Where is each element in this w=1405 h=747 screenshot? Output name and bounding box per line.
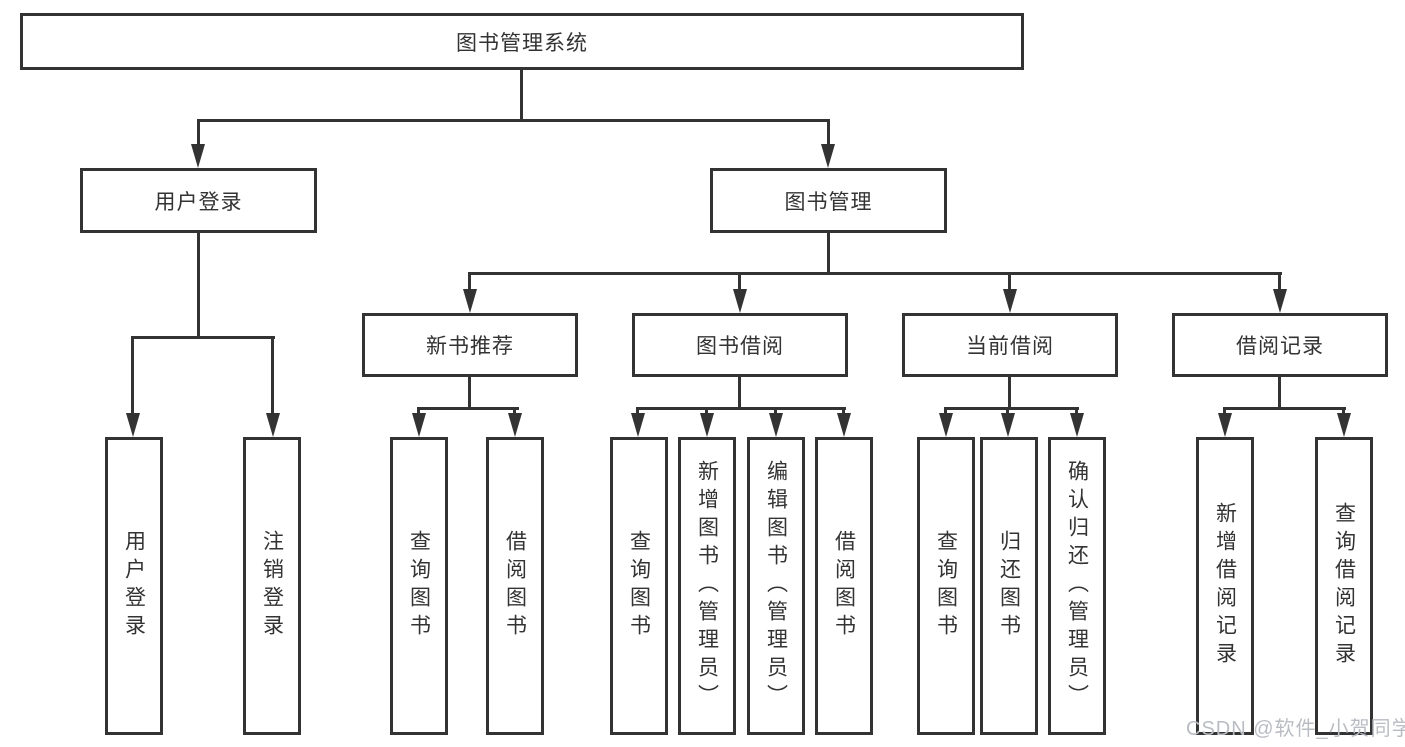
arrow-down-icon	[1003, 289, 1017, 313]
arrow-down-icon	[821, 144, 835, 168]
arrow-down-icon	[837, 413, 851, 437]
connector-shaft	[1342, 407, 1345, 415]
connector-bar	[417, 407, 519, 410]
connector-shaft	[738, 272, 741, 291]
node-current-borrow: 当前借阅	[902, 313, 1118, 377]
connector-shaft	[636, 407, 639, 415]
connector-shaft	[197, 119, 200, 146]
leaf-borrow-books-borrow: 借阅图书	[815, 437, 873, 735]
connector-bar	[636, 407, 846, 410]
leaf-return-books: 归还图书	[980, 437, 1038, 735]
connector-shaft	[705, 407, 708, 415]
connector-shaft	[1223, 407, 1226, 415]
leaf-add-borrow-record: 新增借阅记录	[1196, 437, 1254, 735]
node-book-borrow: 图书借阅	[632, 313, 848, 377]
connector-shaft	[1075, 407, 1078, 415]
leaf-query-borrow-record: 查询借阅记录	[1315, 437, 1373, 735]
node-borrow-records: 借阅记录	[1172, 313, 1388, 377]
arrow-down-icon	[1070, 413, 1084, 437]
connector-shaft	[513, 407, 516, 415]
arrow-down-icon	[700, 413, 714, 437]
leaf-add-book-admin: 新增图书（管理员）	[678, 437, 736, 735]
leaf-user-login: 用户登录	[105, 437, 163, 735]
connector-shaft	[1006, 407, 1009, 415]
connector-root-stem	[520, 70, 523, 120]
leaf-query-books-current-label: 查询图书	[934, 530, 958, 642]
arrow-down-icon	[1001, 413, 1015, 437]
connector-bar	[944, 407, 1079, 410]
leaf-query-books-recommend: 查询图书	[390, 437, 448, 735]
leaf-logout: 注销登录	[243, 437, 301, 735]
leaf-query-books-current: 查询图书	[917, 437, 975, 735]
connector-book-mgmt-bar	[468, 272, 1282, 275]
connector-user-login-stem	[197, 232, 200, 339]
arrow-down-icon	[733, 289, 747, 313]
connector-user-login-bar	[131, 336, 275, 339]
connector-shaft	[842, 407, 845, 415]
leaf-edit-book-admin-label: 编辑图书（管理员）	[764, 460, 788, 712]
connector-stem	[1008, 376, 1011, 410]
arrow-down-icon	[939, 413, 953, 437]
leaf-add-borrow-record-label: 新增借阅记录	[1213, 502, 1237, 670]
node-user-login-branch: 用户登录	[80, 168, 317, 233]
connector-shaft	[774, 407, 777, 415]
arrow-down-icon	[769, 413, 783, 437]
csdn-watermark: CSDN @软件_小贺同学	[1186, 718, 1405, 740]
leaf-borrow-books-recommend-label: 借阅图书	[503, 530, 527, 642]
connector-shaft	[1008, 272, 1011, 291]
arrow-down-icon	[191, 144, 205, 168]
leaf-borrow-books-borrow-label: 借阅图书	[832, 530, 856, 642]
arrow-down-icon	[412, 413, 426, 437]
node-book-management-branch: 图书管理	[710, 168, 947, 233]
arrow-down-icon	[1337, 413, 1351, 437]
arrow-down-icon	[631, 413, 645, 437]
leaf-query-books-borrow-label: 查询图书	[627, 530, 651, 642]
connector-shaft	[468, 272, 471, 291]
leaf-query-books-borrow: 查询图书	[610, 437, 668, 735]
connector-book-mgmt-stem	[827, 232, 830, 275]
leaf-confirm-return-admin-label: 确认归还（管理员）	[1065, 460, 1089, 712]
leaf-user-login-label: 用户登录	[122, 530, 146, 642]
leaf-add-book-admin-label: 新增图书（管理员）	[695, 460, 719, 712]
leaf-query-borrow-record-label: 查询借阅记录	[1332, 502, 1356, 670]
connector-stem	[1278, 376, 1281, 410]
connector-shaft	[1278, 272, 1281, 291]
connector-root-bar	[197, 119, 830, 122]
arrow-down-icon	[463, 289, 477, 313]
arrow-down-icon	[1218, 413, 1232, 437]
leaf-edit-book-admin: 编辑图书（管理员）	[747, 437, 805, 735]
connector-shaft	[271, 336, 274, 415]
arrow-down-icon	[508, 413, 522, 437]
connector-shaft	[944, 407, 947, 415]
connector-stem	[468, 376, 471, 410]
connector-shaft	[827, 119, 830, 146]
arrow-down-icon	[266, 413, 280, 437]
node-new-book-recommend: 新书推荐	[362, 313, 578, 377]
arrow-down-icon	[126, 413, 140, 437]
leaf-confirm-return-admin: 确认归还（管理员）	[1048, 437, 1106, 735]
arrow-down-icon	[1273, 289, 1287, 313]
leaf-return-books-label: 归还图书	[997, 530, 1021, 642]
connector-shaft	[417, 407, 420, 415]
node-book-management-system: 图书管理系统	[20, 13, 1024, 70]
connector-bar	[1223, 407, 1346, 410]
leaf-query-books-recommend-label: 查询图书	[407, 530, 431, 642]
leaf-borrow-books-recommend: 借阅图书	[486, 437, 544, 735]
leaf-logout-label: 注销登录	[260, 530, 284, 642]
connector-shaft	[131, 336, 134, 415]
connector-stem	[738, 376, 741, 410]
